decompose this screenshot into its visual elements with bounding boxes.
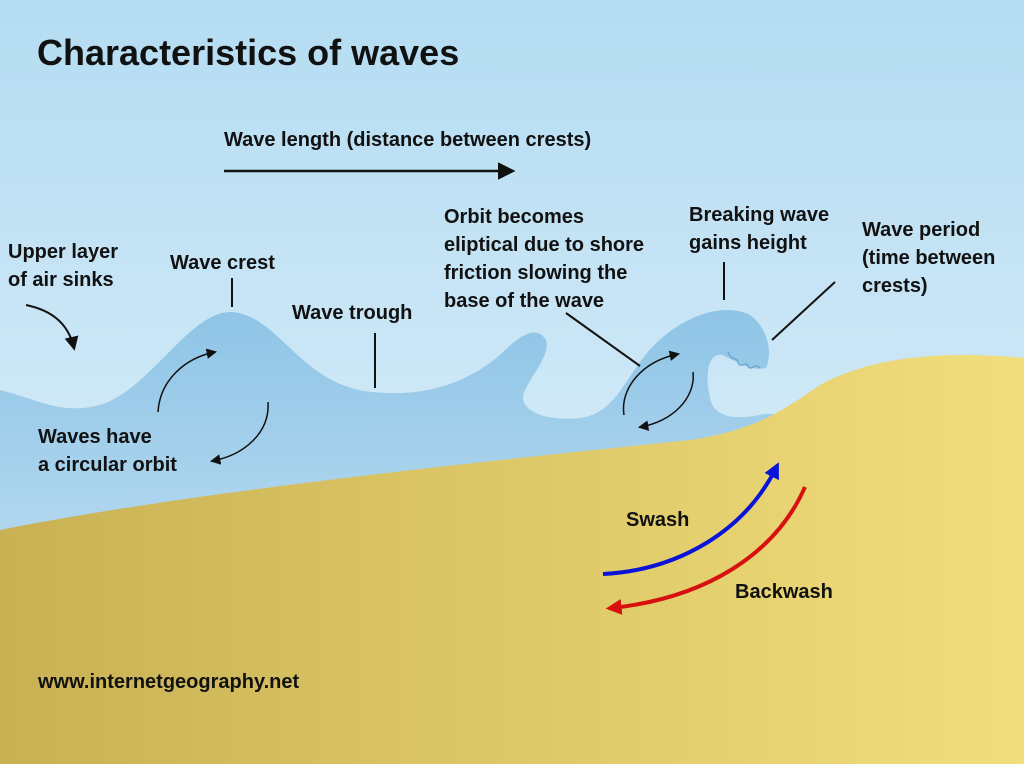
orbit-leader-line (565, 312, 641, 367)
diagram-title: Characteristics of waves (37, 32, 460, 73)
backwash-label: Backwash (735, 581, 833, 603)
air-sink-arrow (25, 304, 79, 351)
upper-layer-label: Upper layer of air sinks (8, 241, 119, 291)
elliptical-orbit-arrow-upper (622, 350, 681, 416)
circular-orbit-arrow-lower (209, 401, 269, 465)
backwash-arrow (605, 486, 807, 615)
wave-crest-label: Wave crest (170, 252, 275, 274)
swash-arrow (602, 462, 779, 576)
website-label: www.internetgeography.net (38, 671, 300, 693)
wave-period-label: Wave period (time between crests) (862, 219, 996, 297)
circular-orbit-arrow-upper (157, 348, 218, 413)
wave-curl-detail (727, 351, 761, 369)
orbit-elliptical-label: Orbit becomes eliptical due to shore fri… (444, 206, 645, 312)
elliptical-orbit-arrow-lower (637, 371, 694, 431)
swash-label: Swash (626, 509, 690, 531)
period-leader-line (771, 281, 836, 341)
wave-trough-label: Wave trough (292, 302, 413, 324)
circular-orbit-label: Waves have a circular orbit (38, 426, 177, 476)
wave-length-label: Wave length (distance between crests) (224, 129, 592, 151)
breaking-wave-label: Breaking wave gains height (689, 204, 830, 254)
beach (0, 354, 1024, 764)
